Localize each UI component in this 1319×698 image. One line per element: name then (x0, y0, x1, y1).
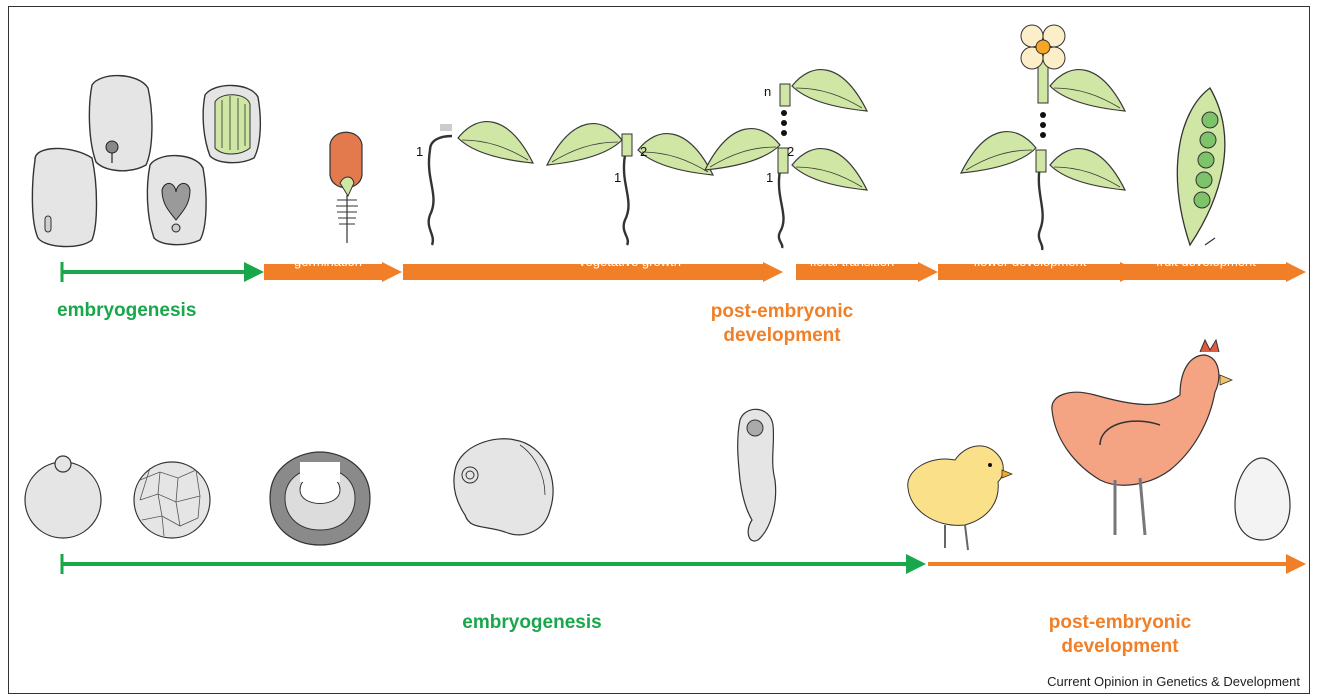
seed-globular (89, 76, 152, 171)
veg-node-1: 1 (614, 170, 621, 185)
vegetative-plant (547, 124, 713, 245)
egg (1235, 458, 1290, 540)
chick (908, 446, 1012, 550)
floral-transition-plant (705, 70, 867, 248)
seedling-node-1: 1 (416, 144, 423, 159)
hen (1052, 340, 1232, 535)
animal-development-label: development (1061, 636, 1179, 657)
animal-embryogenesis-label: embryogenesis (462, 612, 601, 633)
chick-embryo (454, 439, 553, 535)
animal-post-embryonic-label: post-embryonic (1049, 612, 1192, 633)
germinating-seed (330, 132, 362, 243)
floral-node-1: 1 (766, 170, 773, 185)
floral-node-n: n (764, 84, 771, 99)
plant-development-label: development (723, 325, 841, 346)
seed-embryo-stages (32, 76, 260, 247)
label-germination: germination (294, 254, 362, 269)
label-flower-development: flower development (974, 254, 1087, 269)
seed-early (32, 148, 96, 246)
pea-pod (1177, 88, 1224, 245)
veg-node-2: 2 (640, 144, 647, 159)
seedling (429, 122, 533, 245)
floral-node-2: 2 (787, 144, 794, 159)
blastula (134, 462, 210, 538)
late-chick-embryo (738, 409, 776, 541)
plant-post-embryonic-label: post-embryonic (711, 301, 854, 322)
gastrula (270, 452, 370, 545)
label-floral-transition: floral transition (810, 254, 895, 269)
flowering-plant (961, 25, 1125, 250)
plant-timeline (62, 262, 1306, 282)
zygote (25, 456, 101, 538)
label-fruit-development: fruit development (1156, 254, 1256, 269)
label-vegetative-growth: vegetative growth (579, 254, 681, 269)
plant-embryogenesis-label: embryogenesis (57, 300, 196, 321)
animal-timeline (62, 554, 1306, 574)
journal-credit: Current Opinion in Genetics & Developmen… (1047, 674, 1300, 689)
